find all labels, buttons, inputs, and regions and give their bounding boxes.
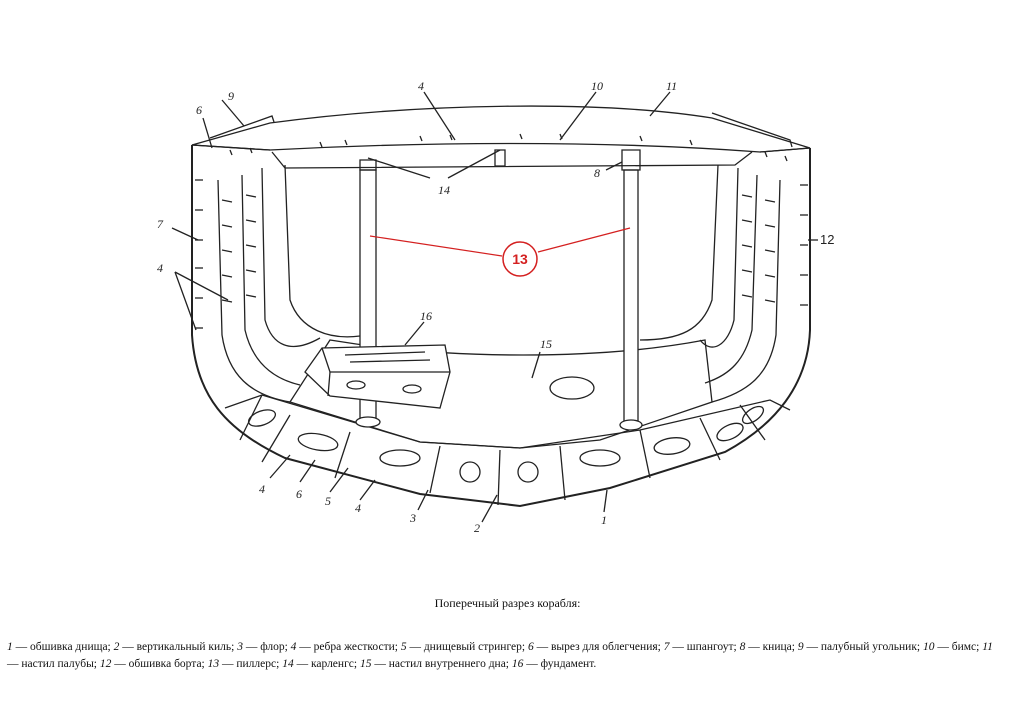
deck-angle-left: [209, 115, 275, 139]
label-15: 15: [540, 337, 552, 351]
label-14: 14: [438, 183, 450, 197]
side-stiffeners: [195, 179, 808, 329]
callout-circle: [502, 241, 538, 277]
legend-text: — бимс;: [934, 641, 983, 653]
deck-plating: [191, 105, 811, 153]
legend-text: — обшивка днища;: [12, 641, 114, 653]
legend-number: 12: [99, 658, 112, 670]
label-5: 5: [325, 494, 331, 508]
ship-cross-section-diagram: 1 2 3 4 4 4 4 5 6 6 7 8 9 10 11 12 14 15…: [157, 79, 834, 535]
figure-caption: Поперечный разрез корабля:: [434, 596, 581, 610]
label-12: 12: [820, 232, 834, 247]
legend-text: — вертикальный киль;: [119, 641, 238, 653]
frame-left-inner: [241, 174, 301, 386]
legend-text: — днищевый стрингер;: [406, 641, 528, 653]
label-4-side: 4: [157, 261, 163, 275]
label-3: 3: [409, 511, 416, 525]
frame-left: [217, 179, 291, 403]
label-10: 10: [591, 79, 603, 93]
legend-number: 4: [290, 641, 297, 653]
deck-girder: [494, 149, 506, 167]
legend-text: — настил внутреннего дна;: [371, 658, 512, 670]
legend-text: — флор;: [242, 641, 291, 653]
label-8: 8: [594, 166, 600, 180]
legend-number: 10: [923, 641, 935, 653]
deck-beam: [271, 151, 753, 169]
legend-number: 15: [359, 658, 372, 670]
frame-right-inner: [704, 174, 758, 384]
legend-number: 8: [739, 641, 746, 653]
legend-number: 9: [797, 641, 804, 653]
hull-outer-shell: [191, 145, 811, 508]
legend-text: — пиллерс;: [219, 658, 283, 670]
frame-right: [711, 179, 781, 403]
label-1: 1: [601, 513, 607, 527]
foundation: [304, 344, 451, 409]
double-bottom-edge: [224, 394, 791, 449]
label-7: 7: [157, 217, 164, 231]
legend-number: 3: [237, 641, 243, 653]
legend-number: 13: [207, 658, 220, 670]
label-4-bottom-right: 4: [355, 501, 361, 515]
label-4-deck: 4: [418, 79, 424, 93]
legend-number: 5: [400, 641, 407, 653]
figure-legend: 1 — обшивка днища; 2 — вертикальный киль…: [7, 639, 1002, 673]
label-9: 9: [228, 89, 234, 103]
legend-text: — фундамент.: [523, 658, 597, 670]
lightening-holes: [247, 376, 765, 483]
legend-text: — ребра жесткости;: [296, 641, 401, 653]
label-6-bottom: 6: [296, 487, 302, 501]
label-leaders: [171, 91, 818, 523]
pillar-callout: 13: [369, 227, 631, 277]
legend-text: — настил палубы;: [7, 658, 100, 670]
callout-13-label: 13: [512, 251, 528, 267]
legend-text: — обшивка борта;: [111, 658, 208, 670]
legend-number: 1: [7, 641, 13, 653]
deck-angle-right: [711, 112, 793, 148]
pillar-right: [619, 149, 643, 431]
legend-number: 16: [511, 658, 524, 670]
legend-text: — шпангоут;: [669, 641, 740, 653]
legend-text: — кница;: [745, 641, 798, 653]
label-16: 16: [420, 309, 432, 323]
legend-number: 14: [282, 658, 294, 670]
label-6-top: 6: [196, 103, 202, 117]
legend-text: — палубный угольник;: [803, 641, 923, 653]
legend-text: — карленгс;: [293, 658, 360, 670]
legend-number: 6: [527, 641, 534, 653]
legend-number: 2: [113, 641, 120, 653]
beam-stiffeners: [229, 133, 788, 162]
legend-number: 11: [982, 641, 993, 653]
legend-number: 7: [663, 641, 670, 653]
label-4-bottom-left: 4: [259, 482, 265, 496]
label-11: 11: [666, 79, 677, 93]
label-2: 2: [474, 521, 480, 535]
legend-text: — вырез для облегчения;: [533, 641, 664, 653]
